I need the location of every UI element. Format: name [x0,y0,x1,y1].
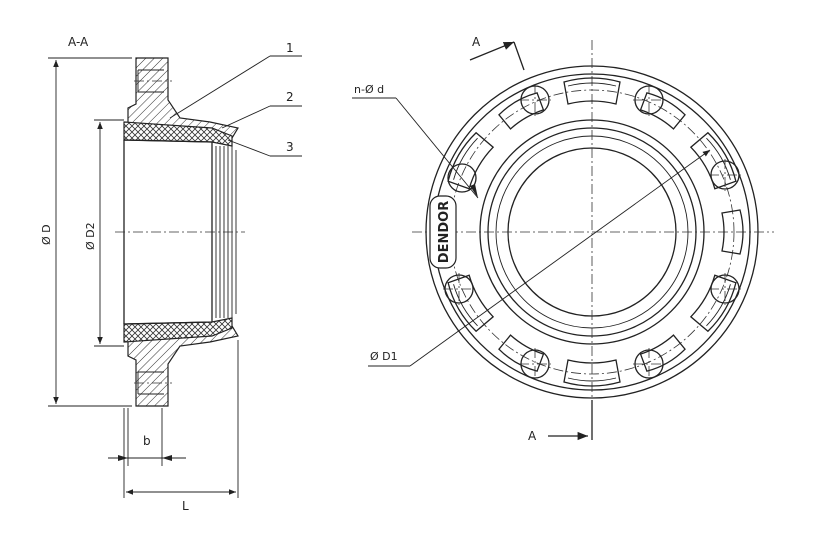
bolt-holes [443,84,741,380]
dim-label-b: b [143,434,151,448]
section-marker-bottom: A [528,429,537,443]
section-view-a-a: A-A Ø D [40,35,302,513]
dim-label-outer-diameter: Ø D [40,224,53,245]
dendor-logo: DENDOR [429,195,457,269]
dim-label-bore-diameter: Ø D1 [370,350,398,363]
section-marker-top: A [472,35,481,49]
logo-text: DENDOR [437,201,452,263]
bolt-hole [447,163,477,193]
bore-diameter-leader [409,149,711,367]
leader-3 [227,139,271,157]
dim-label-length: L [182,499,189,513]
dim-label-hole-spec: n-Ø d [354,83,384,96]
leader-2 [221,105,271,129]
section-label: A-A [68,35,89,49]
callout-3: 3 [286,140,294,154]
front-view: DENDOR n-Ø d Ø D1 A A [352,35,774,443]
flange-ring-top [127,57,239,139]
callout-1: 1 [286,41,294,55]
leader-1 [169,55,271,119]
hole-leader [395,97,479,199]
section-marker-line-top [469,41,515,61]
callout-2: 2 [286,90,294,104]
flange-ring-bottom [127,325,239,407]
dim-label-inner-diameter: Ø D2 [84,222,97,250]
